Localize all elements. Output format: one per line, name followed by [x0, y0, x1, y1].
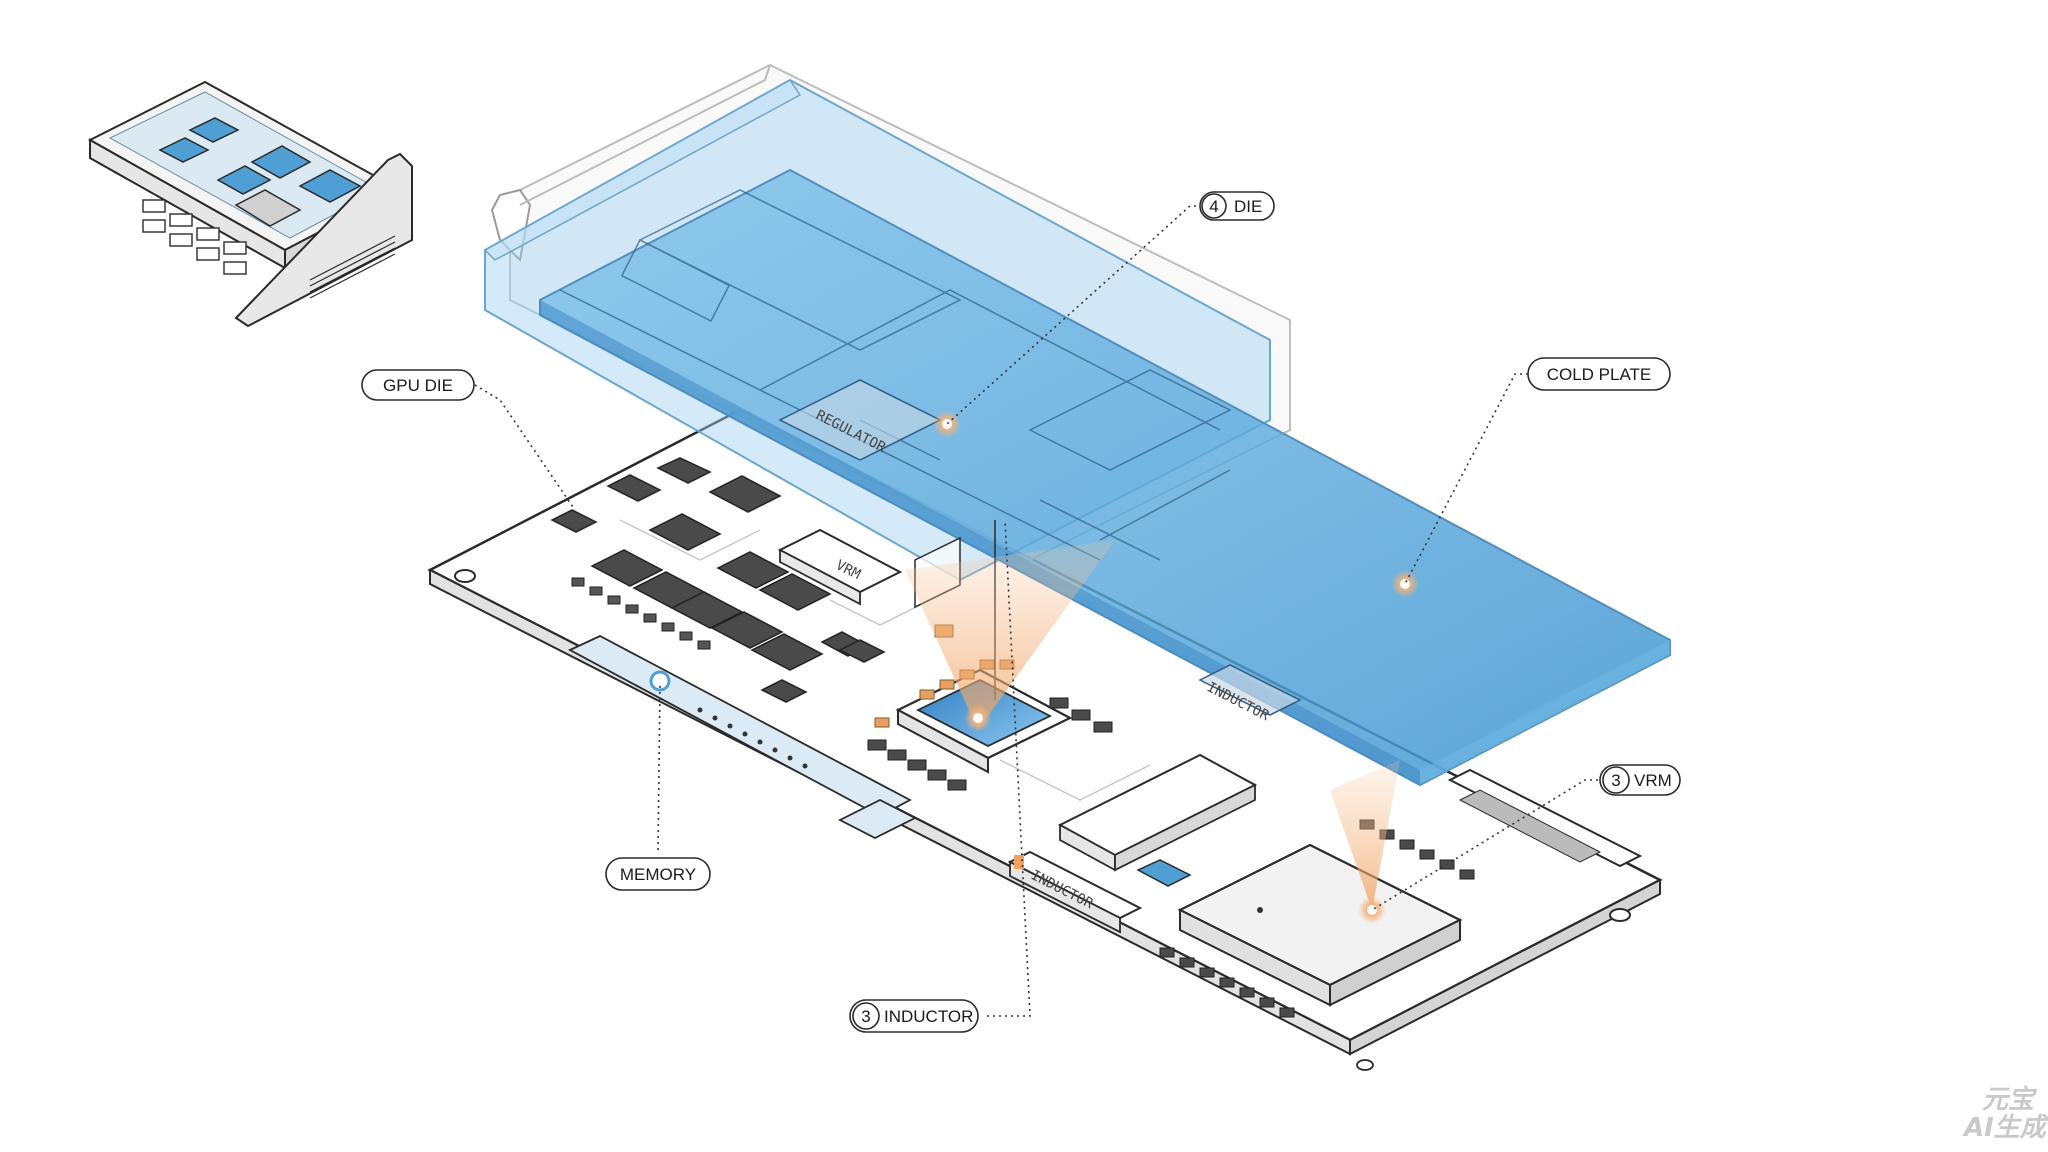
callout-memory-label: MEMORY — [620, 865, 696, 884]
heat-beams — [905, 540, 1400, 910]
vrm-module: VRM — [777, 528, 903, 606]
watermark: 元宝 AI生成 — [1962, 1085, 2048, 1143]
callout-gpu-die: GPU DIE — [361, 369, 475, 401]
memory-chips — [550, 457, 886, 769]
callout-gpu-die-label: GPU DIE — [383, 376, 453, 395]
callout-memory: MEMORY — [605, 857, 711, 891]
vrm-controller-chip — [1159, 768, 1643, 1018]
callout-vrm-number: 3 — [1611, 771, 1620, 790]
callout-die-number: 4 — [1209, 197, 1218, 216]
hotspot-markers — [649, 410, 1419, 924]
inductor-component: INDUCTOR — [1007, 850, 1143, 934]
watermark-line2: AI生成 — [1962, 1113, 2048, 1143]
callout-inductor: 3 INDUCTOR — [849, 999, 979, 1033]
callout-vrm-label: VRM — [1634, 771, 1672, 790]
callout-cold-plate: COLD PLATE — [1527, 357, 1671, 391]
thumbnail-card — [87, 80, 413, 328]
watermark-line1: 元宝 — [1982, 1085, 2038, 1115]
callout-vrm: 3 VRM — [1599, 764, 1681, 796]
memory-module — [1057, 753, 1258, 887]
callout-inductor-label: INDUCTOR — [884, 1007, 973, 1026]
cold-plate: REGULATOR INDUCTOR — [539, 168, 1671, 787]
callout-cold-plate-label: COLD PLATE — [1547, 365, 1652, 384]
mounting-hole — [454, 569, 476, 583]
mounting-hole — [1609, 908, 1631, 922]
callout-inductor-number: 3 — [861, 1007, 870, 1026]
callout-die-label: DIE — [1234, 197, 1262, 216]
callout-die: 4 DIE — [1199, 191, 1275, 221]
mounting-hole — [1356, 1059, 1374, 1071]
